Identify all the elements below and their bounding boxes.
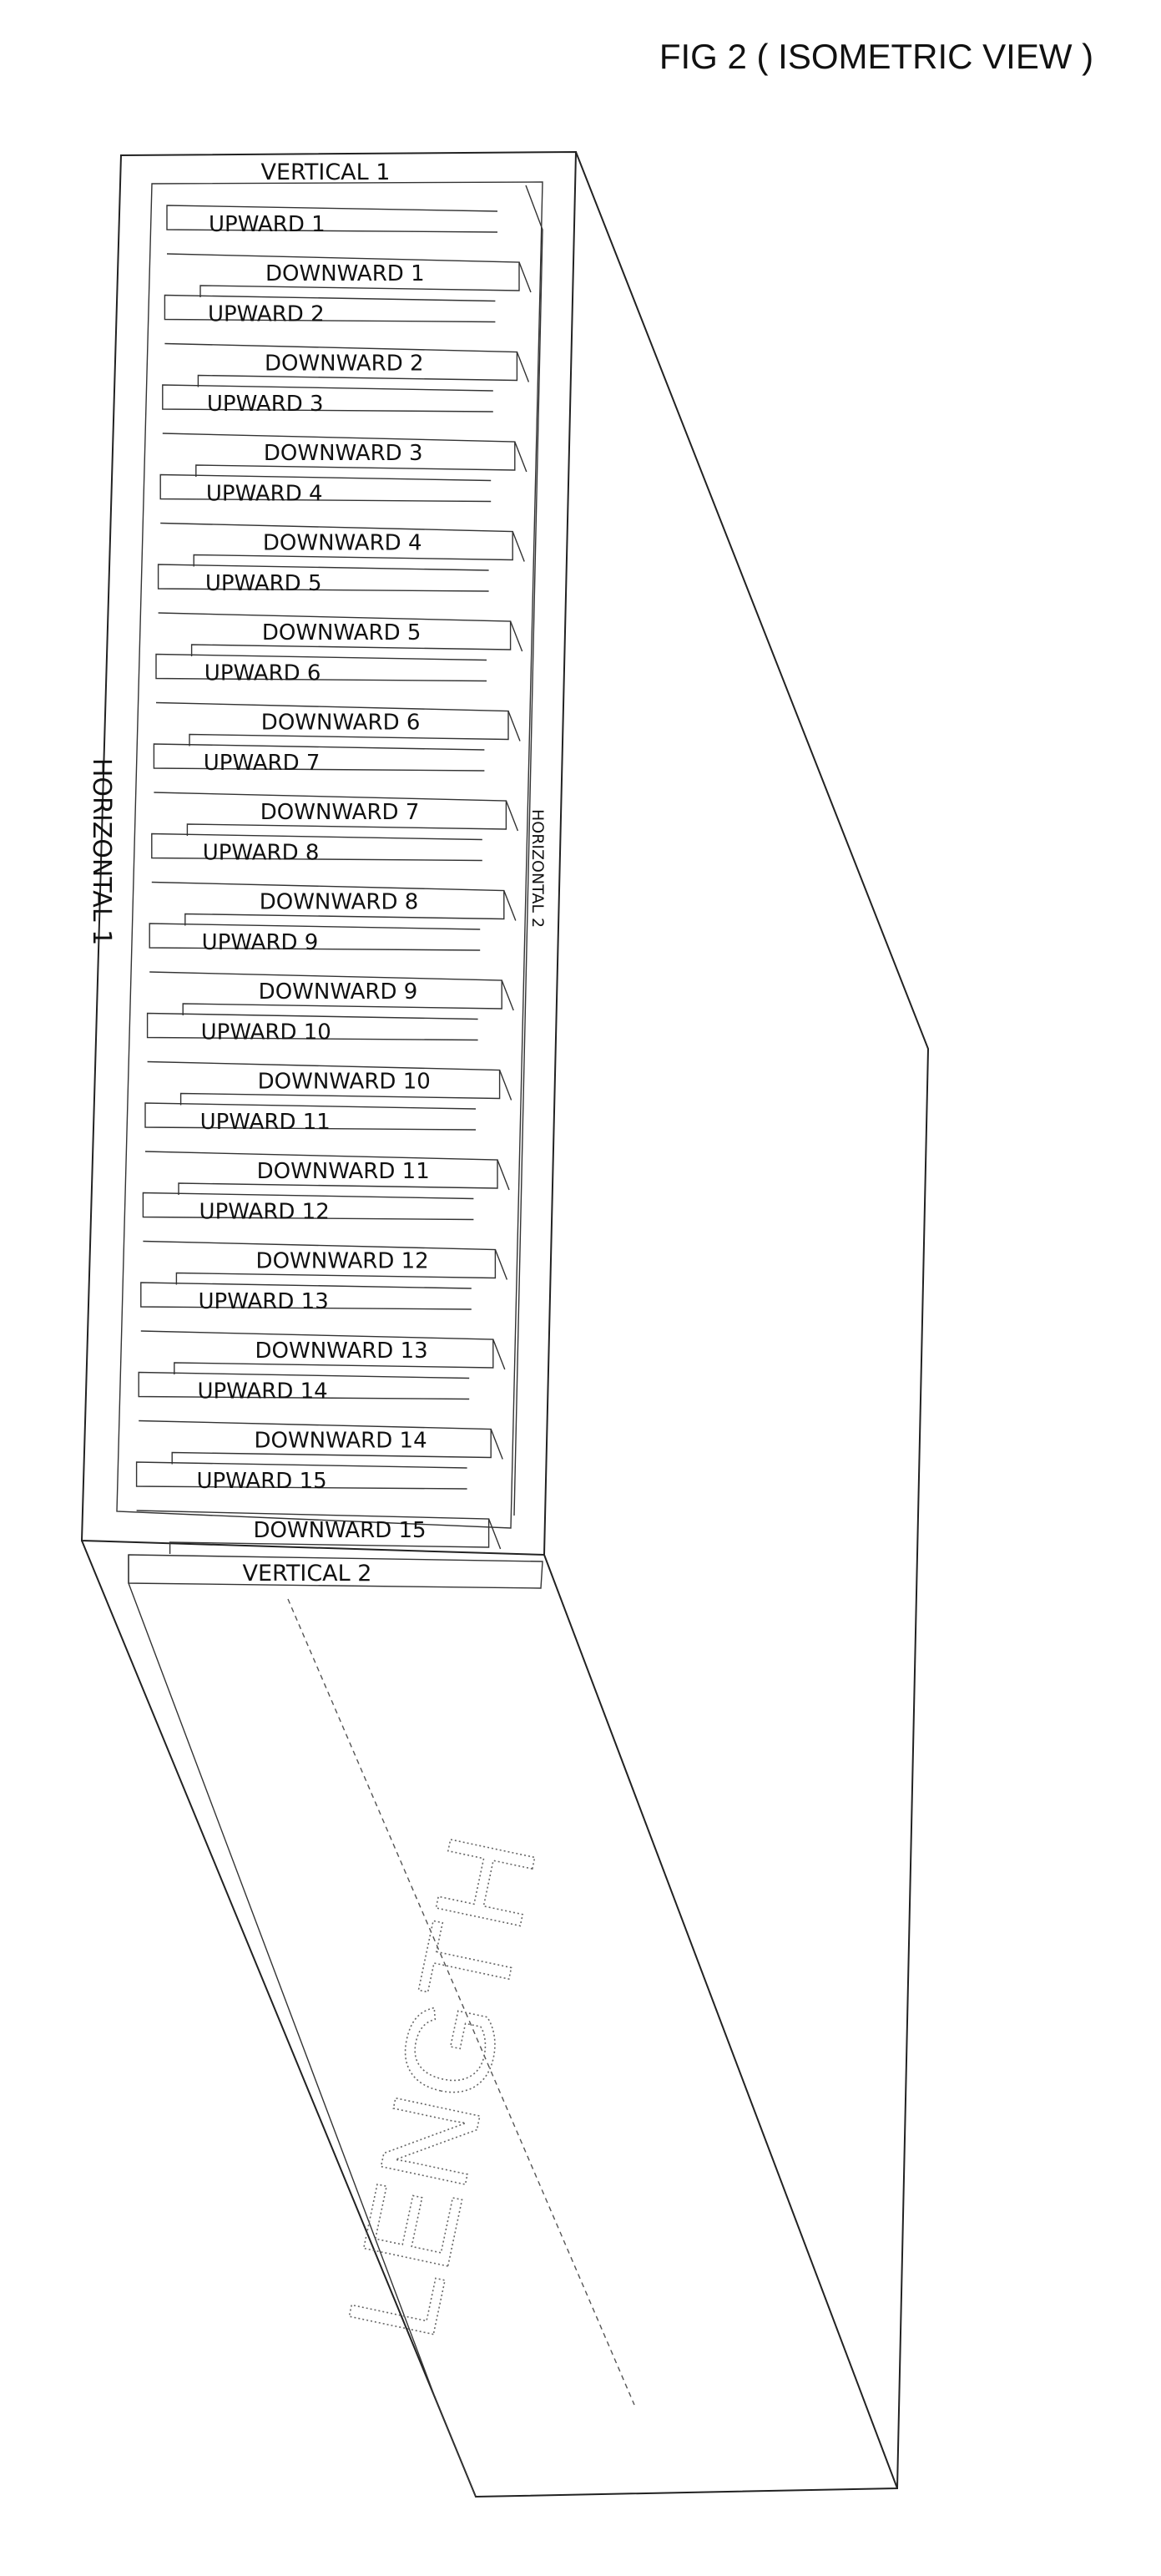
upward-label: UPWARD 6	[204, 661, 321, 686]
baffle-group: UPWARD 1 DOWNWARD 1 UPWARD 2 DOWNWARD 2 UPWA…	[135, 205, 532, 1554]
upward-baffle	[166, 205, 498, 233]
upward-label: UPWARD 1	[209, 212, 326, 237]
wall-tick	[518, 261, 532, 293]
upward-baffle	[144, 1102, 477, 1131]
upward-label: UPWARD 15	[196, 1469, 326, 1494]
upward-baffle	[159, 473, 492, 503]
downward-baffle	[162, 433, 516, 477]
downward-baffle	[154, 792, 507, 836]
upward-label: UPWARD 7	[204, 751, 321, 776]
vertical-2-label: VERTICAL 2	[243, 1561, 372, 1587]
downward-baffle	[140, 1330, 494, 1374]
downward-label: DOWNWARD 13	[255, 1339, 428, 1364]
figure-title: FIG 2 ( ISOMETRIC VIEW )	[659, 37, 1093, 76]
upward-baffle	[140, 1282, 472, 1310]
downward-label: DOWNWARD 10	[258, 1070, 431, 1095]
upward-baffle	[149, 923, 481, 951]
wall-tick	[512, 531, 525, 562]
upward-baffle	[153, 743, 485, 772]
box-outline	[80, 150, 930, 2498]
horizontal-2-label: HORIZONTAL 2	[528, 809, 547, 928]
wall-tick	[497, 1159, 510, 1191]
downward-baffle	[158, 612, 512, 656]
downward-label: DOWNWARD 3	[264, 441, 423, 466]
downward-baffle	[139, 1420, 492, 1465]
downward-baffle	[143, 1240, 497, 1285]
downward-label: DOWNWARD 11	[257, 1159, 430, 1184]
horizontal-1-label: HORIZONTAL 1	[87, 758, 116, 945]
downward-label: DOWNWARD 14	[254, 1429, 427, 1454]
upward-baffle	[142, 1192, 474, 1221]
downward-label: DOWNWARD 4	[263, 531, 422, 556]
downward-label: DOWNWARD 8	[260, 890, 419, 915]
downward-baffle	[166, 253, 520, 297]
downward-label: DOWNWARD 12	[256, 1249, 429, 1274]
wall-tick	[514, 441, 527, 473]
wall-tick	[509, 620, 523, 652]
wall-tick	[516, 352, 530, 382]
upward-label: UPWARD 12	[199, 1200, 330, 1225]
wall-tick	[503, 890, 517, 921]
upward-label: UPWARD 9	[202, 930, 319, 955]
wall-tick	[501, 979, 514, 1011]
downward-label: DOWNWARD 1	[265, 261, 425, 286]
upward-baffle	[151, 833, 482, 862]
downward-baffle	[149, 971, 502, 1015]
downward-label: DOWNWARD 9	[259, 979, 418, 1005]
wall-tick	[498, 1070, 512, 1101]
upward-label: UPWARD 4	[206, 482, 323, 507]
upward-baffle	[162, 384, 493, 412]
downward-baffle	[155, 701, 509, 746]
downward-label: DOWNWARD 2	[265, 352, 424, 377]
downward-baffle	[136, 1510, 490, 1554]
upward-baffle	[155, 653, 487, 682]
wall-tick	[505, 800, 519, 832]
upward-label: UPWARD 10	[201, 1020, 331, 1045]
upward-label: UPWARD 14	[197, 1379, 327, 1404]
upward-baffle	[135, 1461, 467, 1490]
upward-label: UPWARD 2	[208, 302, 325, 327]
downward-label: DOWNWARD 7	[260, 800, 420, 825]
downward-label: DOWNWARD 6	[261, 711, 421, 736]
upward-label: UPWARD 11	[200, 1110, 331, 1135]
wall-tick	[492, 1339, 506, 1370]
upward-label: UPWARD 13	[199, 1289, 329, 1314]
downward-label: DOWNWARD 5	[262, 620, 421, 645]
wall-tick	[490, 1429, 503, 1460]
upward-label: UPWARD 5	[205, 571, 322, 596]
downward-baffle	[164, 342, 518, 387]
downward-baffle	[147, 1060, 501, 1106]
downward-label: DOWNWARD 15	[253, 1518, 426, 1543]
upward-baffle	[138, 1371, 470, 1400]
wall-tick	[494, 1249, 508, 1280]
downward-baffle	[151, 881, 505, 926]
vertical-1-label: VERTICAL 1	[261, 159, 391, 185]
wall-tick	[487, 1518, 502, 1550]
wall-tick	[507, 711, 521, 741]
upward-baffle	[157, 564, 489, 592]
upward-label: UPWARD 3	[207, 392, 324, 417]
length-label: LENGTH	[321, 1824, 563, 2350]
upward-baffle	[146, 1012, 478, 1041]
downward-baffle	[144, 1151, 498, 1195]
downward-baffle	[160, 522, 513, 567]
upward-baffle	[164, 294, 496, 323]
upward-label: UPWARD 8	[203, 841, 320, 866]
